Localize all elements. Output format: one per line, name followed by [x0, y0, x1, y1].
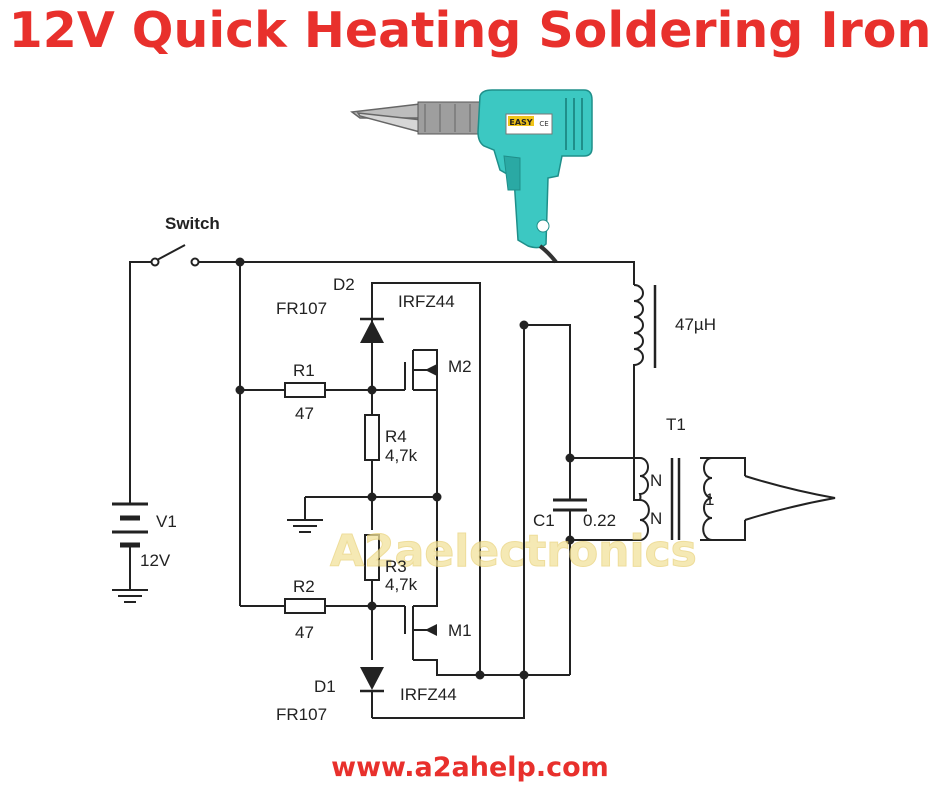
d2-label: D2 — [333, 275, 355, 294]
d1-label: D1 — [314, 677, 336, 696]
page-title: 12V Quick Heating Soldering Iron — [8, 2, 932, 59]
inductor-label: 47µH — [675, 315, 716, 334]
ground-symbol-battery — [112, 589, 148, 603]
diode-d1 — [360, 667, 384, 693]
c1-value-label: 0.22 — [583, 511, 616, 530]
r1-value-label: 47 — [295, 404, 314, 423]
m2-part-label: IRFZ44 — [398, 292, 455, 311]
v1-label: V1 — [156, 512, 177, 531]
gun-brand-label: EASY — [509, 118, 532, 127]
soldering-gun-illustration: EASY CE — [350, 89, 593, 264]
r4-value-label: 4,7k — [385, 446, 418, 465]
t1-pin-n1: N — [650, 471, 662, 490]
r2-label: R2 — [293, 577, 315, 596]
watermark-text: A2aelectronics — [330, 526, 697, 577]
t1-pin-n2: N — [650, 509, 662, 528]
junction-dots — [235, 257, 575, 680]
m1-label: M1 — [448, 621, 472, 640]
m2-label: M2 — [448, 357, 472, 376]
diode-d2 — [360, 317, 384, 343]
v1-value-label: 12V — [140, 551, 171, 570]
switch-symbol — [150, 244, 200, 267]
r2-value-label: 47 — [295, 623, 314, 642]
capacitor-c1 — [553, 498, 587, 512]
resistors — [284, 382, 380, 614]
resistor-r2 — [284, 598, 326, 614]
resistor-r1 — [284, 382, 326, 398]
circuit-wires — [129, 261, 746, 719]
gun-ce-mark: CE — [539, 120, 548, 128]
c1-label: C1 — [533, 511, 555, 530]
m1-part-label: IRFZ44 — [400, 685, 457, 704]
mosfet-m2-arrow — [425, 364, 437, 376]
soldering-tip-loop — [744, 475, 836, 521]
t1-label: T1 — [666, 415, 686, 434]
battery-v1 — [112, 502, 148, 548]
r1-label: R1 — [293, 361, 315, 380]
r3-value-label: 4,7k — [385, 575, 418, 594]
switch-label: Switch — [165, 214, 220, 233]
inductor-47uh — [633, 284, 657, 370]
r3-label: R3 — [385, 557, 407, 576]
t1-pin-1: 1 — [705, 490, 714, 509]
website-footer: www.a2ahelp.com — [331, 752, 609, 783]
ground-symbol-midpoint — [287, 519, 323, 533]
r4-label: R4 — [385, 427, 407, 446]
d2-part-label: FR107 — [276, 299, 327, 318]
d1-part-label: FR107 — [276, 705, 327, 724]
resistor-r3 — [364, 534, 380, 581]
resistor-r4 — [364, 414, 380, 461]
mosfet-m1-arrow — [425, 624, 437, 636]
transformer-t1 — [638, 457, 713, 541]
